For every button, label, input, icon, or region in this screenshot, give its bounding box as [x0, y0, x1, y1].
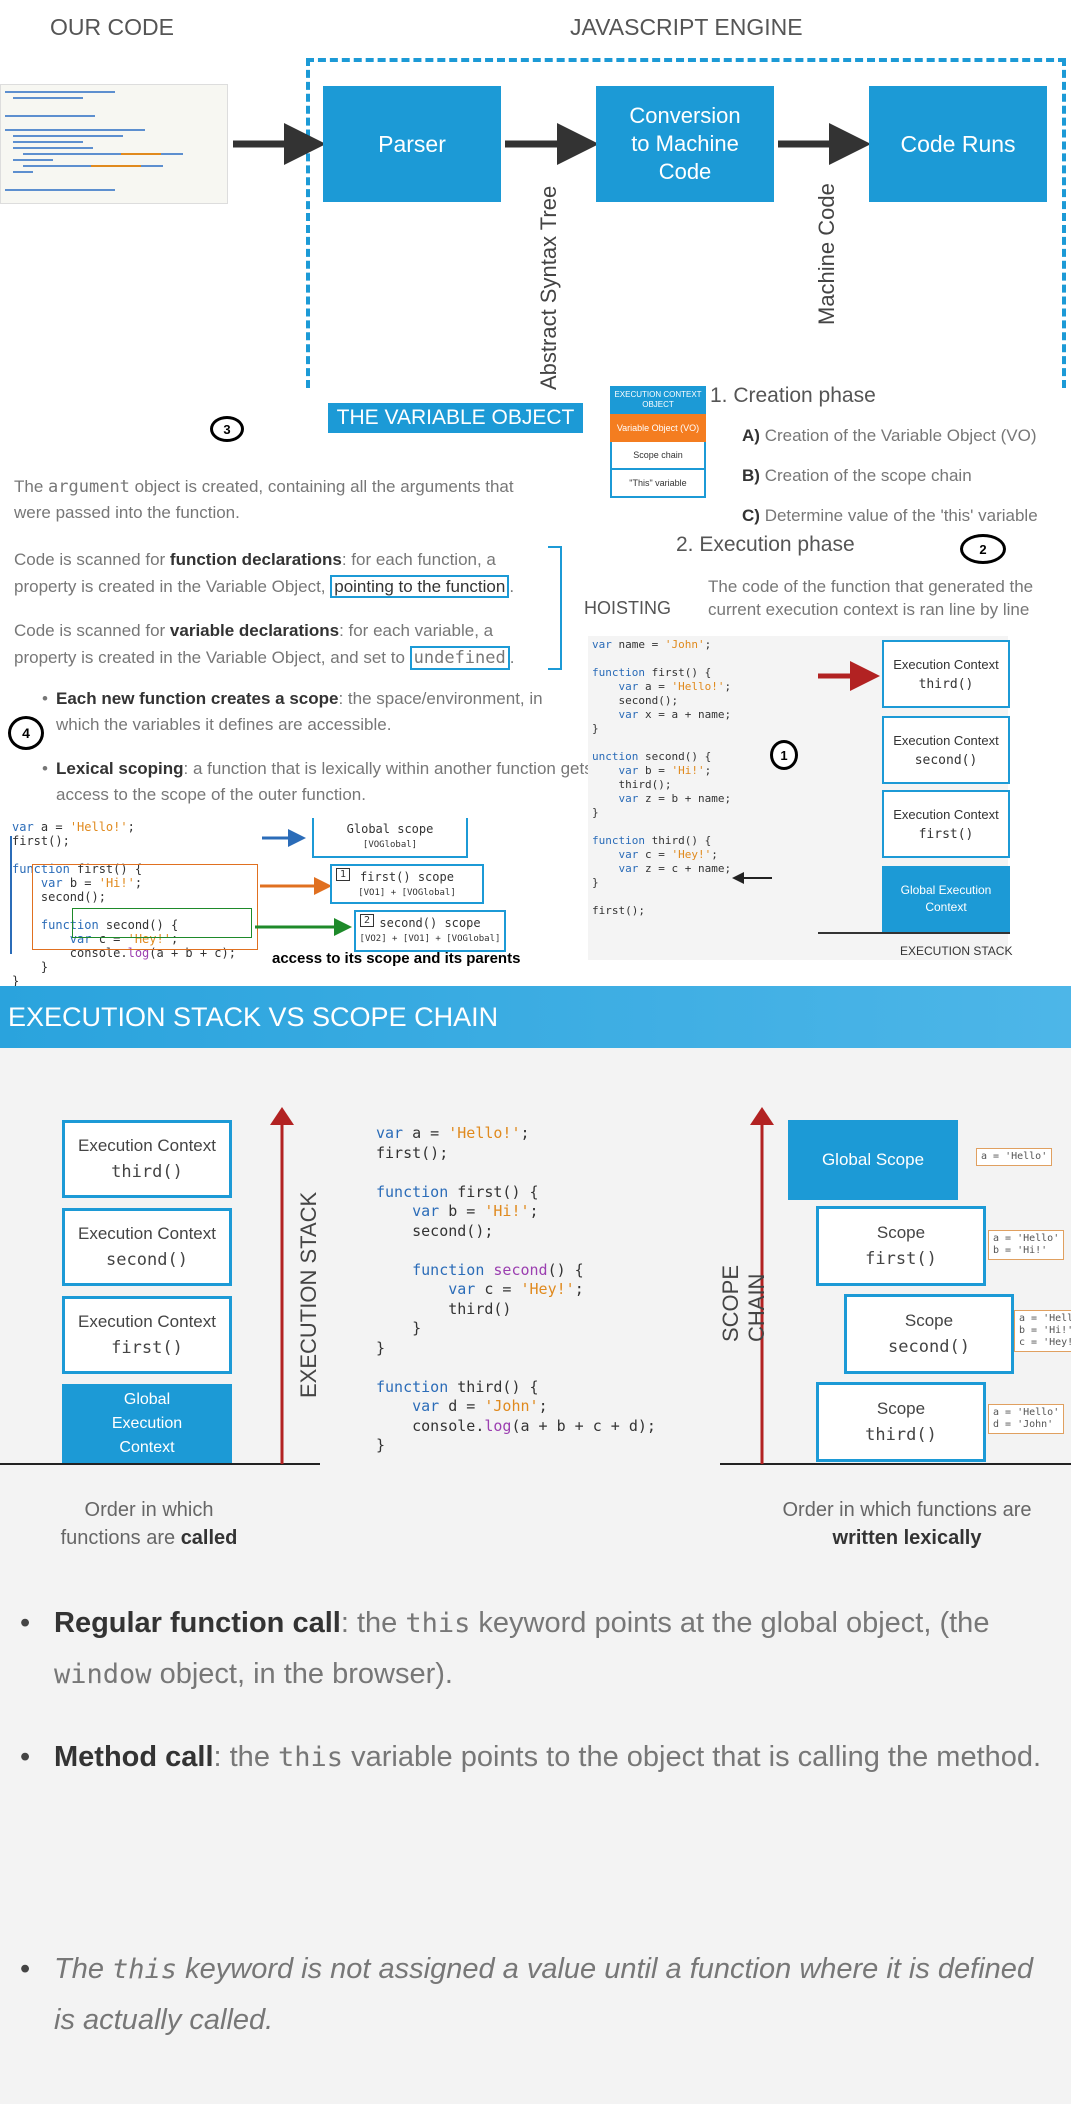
small-ec-first: Execution Context first() [882, 790, 1010, 858]
pointing-box: pointing to the function [330, 575, 510, 598]
badge-2: 2 [960, 534, 1006, 564]
first-scope-box: 1 first() scope [VO1] + [VOGlobal] [330, 864, 484, 904]
function-declarations-text: Code is scanned for function declaration… [14, 550, 515, 598]
code-thumbnail [0, 84, 228, 204]
variable-declarations-text: Code is scanned for variable declaration… [14, 621, 515, 670]
variable-object-title: THE VARIABLE OBJECT [328, 403, 583, 433]
stack-ec-second: Execution Context second() [62, 1208, 232, 1286]
execution-phase-text: The code of the function that generated … [708, 577, 1034, 619]
scope-first: Scope first() [816, 1206, 986, 1286]
small-code: var name = 'John'; function first() { va… [592, 638, 732, 917]
hoisting-label: HOISTING [584, 598, 672, 618]
third-vars: a = 'Hello' d = 'John' [988, 1404, 1065, 1434]
global-scope-box: Global scope [VOGlobal] [312, 818, 468, 858]
small-ec-second: Execution Context second() [882, 716, 1010, 784]
caption-left: Order in which functions are called [60, 1499, 238, 1549]
arguments-text: The argument object is created, containi… [14, 477, 514, 522]
parser-box: Parser [323, 86, 501, 202]
creation-phase: 1. Creation phase [710, 384, 876, 407]
lexical-first-box [32, 864, 258, 950]
undefined-box: undefined [409, 646, 510, 670]
global-scope-block: Global Scope [788, 1120, 958, 1200]
conversion-box: Conversion to Machine Code [596, 86, 774, 202]
comparison-banner: EXECUTION STACK VS SCOPE CHAIN [0, 986, 1071, 1048]
lexical-second-box [72, 908, 252, 938]
ast-label: Abstract Syntax Tree [536, 185, 561, 390]
hoisting-bracket [548, 546, 562, 670]
exec-context-object: EXECUTION CONTEXT OBJECT Variable Object… [610, 386, 706, 498]
code-runs-box: Code Runs [869, 86, 1047, 202]
caption-right: Order in which functions are written lex… [782, 1499, 1032, 1549]
engine-label: JAVASCRIPT ENGINE [570, 14, 803, 40]
this-bullet-2: •Method call: the this variable points t… [20, 1741, 1042, 1773]
exec-stack-vertical-label: EXECUTION STACK [296, 1191, 321, 1398]
badge-3: 3 [210, 416, 244, 442]
code-thumbnail-lines [5, 91, 183, 191]
small-stack-baseline [818, 932, 1010, 934]
lexical-code: var a = 'Hello!'; first(); function firs… [12, 820, 236, 988]
eco-vo: Variable Object (VO) [610, 414, 706, 442]
stack-ec-first: Execution Context first() [62, 1296, 232, 1374]
scope-bullet-1: •Each new function creates a scope: the … [42, 689, 543, 734]
lexical-arrows [255, 829, 352, 936]
second-vars: a = 'Hello' b = 'Hi!' c = 'Hey!' [1014, 1310, 1071, 1352]
eco-this: "This" variable [610, 470, 706, 498]
access-note: access to its scope and its parents [272, 950, 521, 967]
first-vars: a = 'Hello' b = 'Hi!' [988, 1230, 1065, 1260]
stack-global-ec: Global Execution Context [62, 1384, 232, 1464]
execution-phase: 2. Execution phase [676, 533, 855, 556]
phase-c: C) Determine value of the 'this' variabl… [742, 506, 1038, 525]
small-global-ec: Global Execution Context [882, 866, 1010, 932]
badge-1: 1 [770, 740, 798, 770]
comparison-code: var a = 'Hello!'; first(); function firs… [376, 1124, 656, 1454]
scope-second: Scope second() [844, 1294, 1014, 1374]
small-ec-third: Execution Context third() [882, 640, 1010, 708]
this-bullet-1: •Regular function call: the this keyword… [20, 1607, 990, 1690]
scope-chain-vertical-label: SCOPE CHAIN [718, 1264, 769, 1342]
global-vars: a = 'Hello' [976, 1148, 1053, 1166]
scope-bullet-2: •Lexical scoping: a function that is lex… [42, 759, 593, 804]
engine-border [306, 58, 1066, 388]
this-bullet-3: •The this keyword is not assigned a valu… [20, 1953, 1034, 2036]
scope-third: Scope third() [816, 1382, 986, 1462]
our-code-label: OUR CODE [50, 14, 174, 40]
engine-arrows [233, 123, 871, 165]
small-stack-arrows [732, 661, 880, 884]
phase-a: A) Creation of the Variable Object (VO) [742, 426, 1037, 445]
small-stack-label: EXECUTION STACK [900, 944, 1013, 958]
badge-4: 4 [8, 716, 44, 750]
stack-ec-third: Execution Context third() [62, 1120, 232, 1198]
eco-scope-chain: Scope chain [610, 442, 706, 470]
lexical-global-line [10, 836, 12, 954]
machine-code-label: Machine Code [814, 183, 839, 325]
comparison-axes [0, 1107, 1071, 1465]
phase-b: B) Creation of the scope chain [742, 466, 972, 485]
eco-header: EXECUTION CONTEXT OBJECT [610, 386, 706, 414]
second-scope-box: 2 second() scope [VO2] + [VO1] + [VOGlob… [354, 910, 506, 952]
